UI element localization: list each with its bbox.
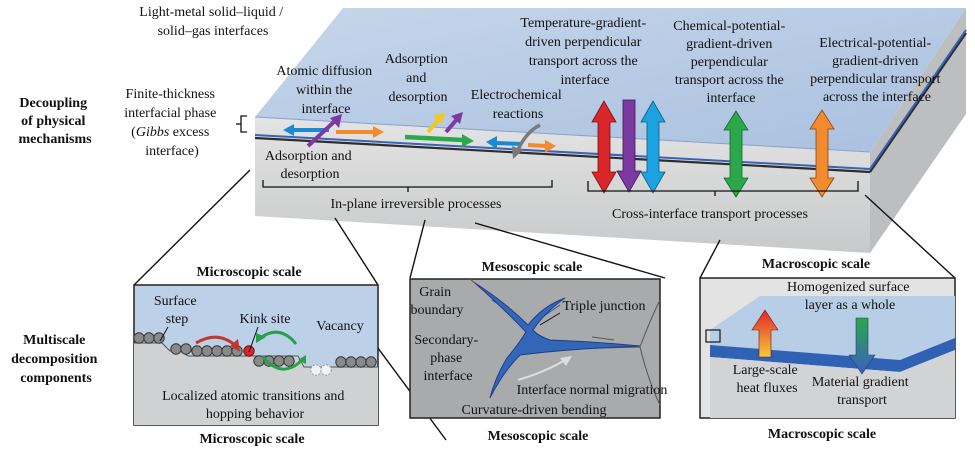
grain-boundary-label: Grain boundary [411, 285, 464, 318]
surface-atom [345, 356, 357, 368]
chemical-arrow [723, 110, 749, 198]
surface-step-label: Surface step [154, 294, 200, 327]
vacancy-atom [320, 364, 332, 376]
atomic-diffusion-label: Atomic diffusion within the interface [276, 64, 375, 117]
secondary-phase-label: Secondary- phase interface [414, 333, 481, 384]
thickness-bracket [240, 115, 247, 133]
surface-atom [153, 332, 165, 344]
adsorption-desorption-top-label: Adsorption and desorption [385, 52, 452, 105]
meso-title-top: Mesoscopic scale [482, 260, 583, 275]
surface-atom [273, 355, 285, 367]
heat-fluxes-label: Large-scale heat fluxes [733, 363, 802, 396]
meso-panel [409, 278, 661, 419]
electrochemical-arrows [486, 123, 556, 159]
micro-panel [133, 284, 379, 426]
cross-interface-label: Cross-interface transport processes [612, 207, 808, 222]
macro-title-top: Macroscopic scale [762, 257, 870, 272]
in-plane-label: In-plane irreversible processes [330, 197, 501, 212]
electrochemical-label: Electrochemical reactions [471, 88, 565, 122]
micro-title-bottom: Microscopic scale [199, 432, 304, 447]
interface-line [254, 136, 871, 174]
surface-atom [355, 356, 367, 368]
chemical-potential-label: Chemical-potential- gradient-driven perp… [673, 19, 788, 106]
cross-interface-bracket [587, 181, 859, 192]
electrical-arrow [809, 109, 835, 198]
curvature-label: Curvature-driven bending [461, 403, 606, 418]
surface-atom [180, 343, 192, 355]
surface-atom [133, 332, 145, 344]
surface-atom [365, 356, 377, 368]
micro-title-top: Microscopic scale [196, 265, 301, 280]
adsorption-desorption-bottom-label: Adsorption and desorption [265, 149, 355, 182]
vacancy-atom [310, 364, 322, 376]
micro-arrows [195, 330, 306, 371]
normal-migration-label: Interface normal migration [517, 383, 668, 398]
macro-title-bottom: Macroscopic scale [768, 427, 876, 442]
surface-atom [191, 345, 203, 357]
adsorption-arrows [404, 112, 474, 147]
temperature-arrows [591, 99, 666, 194]
multiscale-label: Multiscale decomposition components [11, 333, 101, 386]
surface-atom [201, 345, 213, 357]
macro-panel [699, 277, 956, 419]
vacancy-label: Vacancy [316, 319, 363, 334]
material-gradient-label: Material gradient transport [812, 375, 912, 408]
micro-atoms [133, 332, 377, 376]
decoupling-label: Decoupling of physical mechanisms [18, 96, 92, 147]
homogenized-label: Homogenized surface layer as a whole [787, 280, 913, 313]
surface-atom [143, 332, 155, 344]
finite-thickness-label: Finite-thickness interfacial phase (Gibb… [124, 87, 220, 159]
main-slab [254, 8, 967, 253]
surface-atom [170, 343, 182, 355]
meso-title-bottom: Mesoscopic scale [488, 429, 589, 444]
interfaces-label: Light-metal solid–liquid / solid–gas int… [139, 5, 286, 39]
slab-top-face [255, 8, 966, 152]
atomic-diffusion-arrows [283, 114, 384, 148]
temperature-gradient-label: Temperature-gradient- driven perpendicul… [520, 16, 649, 88]
kink-site-label: Kink site [240, 312, 291, 327]
surface-atom [283, 355, 295, 367]
triple-junction-label: Triple junction [562, 299, 645, 314]
slab-front-face [255, 117, 870, 253]
electrical-potential-label: Electrical-potential- gradient-driven pe… [810, 36, 944, 105]
localized-label: Localized atomic transitions and hopping… [162, 389, 348, 422]
surface-atom [211, 345, 223, 357]
grain-boundary-shape [474, 282, 641, 399]
surface-atom [221, 345, 233, 357]
surface-atom [335, 356, 347, 368]
